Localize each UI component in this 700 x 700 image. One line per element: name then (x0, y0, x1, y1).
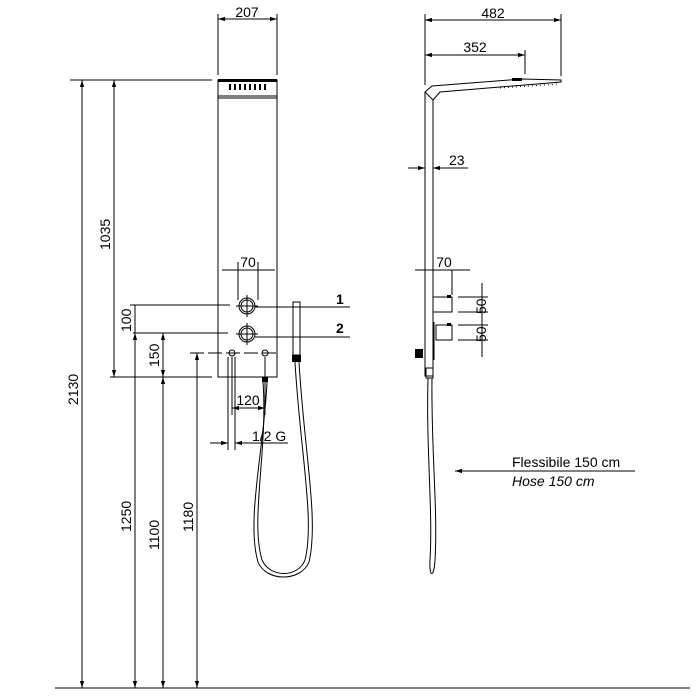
dim-knob-spacing-h: 70 (240, 254, 256, 270)
dim-depth-total: 482 (481, 5, 505, 21)
front-view: 1 2 207 70 2130 1035 100 (55, 4, 690, 689)
dim-height-1180: 1180 (180, 502, 196, 532)
dim-height-1100: 1100 (146, 520, 162, 550)
hose-label-it: Flessibile 150 cm (512, 454, 620, 470)
side-view: 482 352 23 70 50 50 (408, 5, 562, 574)
side-knob-2 (435, 324, 453, 341)
dim-bottom-offset: 150 (146, 343, 162, 367)
shower-nozzles-icon (229, 84, 266, 90)
dim-inlet-spacing: 120 (236, 392, 260, 408)
hand-shower (292, 301, 301, 356)
dim-knob-spacing-v: 100 (118, 308, 134, 332)
label-control-1: 1 (336, 291, 344, 307)
hose (257, 361, 309, 574)
dim-top-height: 1035 (97, 219, 113, 250)
dim-depth-head: 352 (463, 39, 487, 55)
dim-knob-projection: 70 (436, 254, 452, 270)
hand-shower-nut (292, 355, 301, 362)
dim-width: 207 (235, 4, 259, 20)
shower-column-side (424, 78, 562, 377)
hose-label-en: Hose 150 cm (512, 473, 595, 489)
dim-height-1250: 1250 (118, 501, 134, 532)
side-diverter (415, 349, 423, 358)
dim-column-depth: 23 (449, 152, 465, 168)
side-knob-1 (432, 296, 453, 313)
control-knob-1 (236, 295, 258, 317)
label-control-2: 2 (336, 320, 344, 336)
panel-top-cap (218, 79, 277, 82)
dim-total-height: 2130 (65, 374, 81, 405)
control-knob-2 (236, 323, 258, 345)
dim-knob-height-2: 50 (473, 326, 489, 342)
hose-note: Flessibile 150 cm Hose 150 cm (455, 454, 635, 489)
dim-knob-height-1: 50 (473, 298, 489, 314)
dim-inlet-thread: 1/2 G (252, 428, 286, 444)
